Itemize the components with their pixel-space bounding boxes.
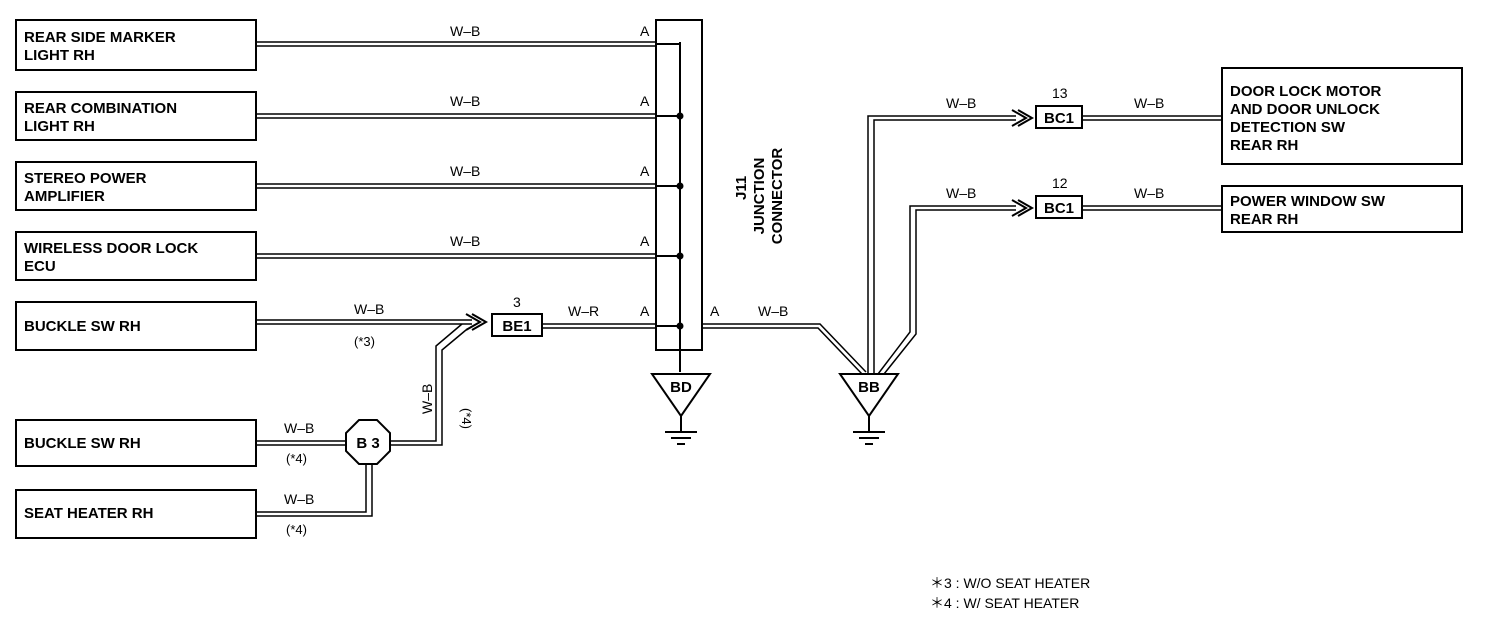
wire-stereo-amp (256, 183, 680, 189)
component-buckle-sw-rh-top: BUCKLE SW RH (15, 301, 257, 351)
wire-label: W–B (284, 491, 314, 507)
note-label: (*4) (286, 451, 307, 466)
component-rear-side-marker-light: REAR SIDE MARKER LIGHT RH (15, 19, 257, 71)
wire-buckle-sw-to-b3 (256, 440, 346, 446)
ground-label: BB (858, 379, 880, 396)
wire-label: W–R (568, 303, 599, 319)
legend-item: ＊4 : W/ SEAT HEATER (930, 595, 1079, 611)
legend-item: ＊3 : W/O SEAT HEATER (930, 575, 1090, 591)
wire-label: W–B (758, 303, 788, 319)
wire-buckle-sw-to-be1 (256, 313, 489, 331)
component-label: LIGHT RH (24, 118, 95, 135)
connector-pin: 13 (1052, 85, 1068, 101)
wire-rear-side-marker (256, 41, 680, 47)
connector-label: B 3 (356, 435, 379, 452)
wire-label: W–B (450, 93, 480, 109)
component-wireless-door-lock-ecu: WIRELESS DOOR LOCK ECU (15, 231, 257, 281)
component-label: DETECTION SW (1230, 119, 1346, 136)
connector-be1: BE1 3 (491, 294, 543, 337)
wire-label: W–B (419, 384, 435, 414)
connector-bc1-12: BC1 12 (1035, 175, 1083, 219)
component-label: AMPLIFIER (24, 188, 105, 205)
junction-connector-j11: J11 JUNCTION JUNCTION CONNECTOR (655, 19, 786, 372)
wire-label: W–B (946, 95, 976, 111)
wire-bc1-to-power-window (1082, 205, 1222, 211)
component-label: DOOR LOCK MOTOR (1230, 83, 1382, 100)
pin-label: A (640, 23, 650, 39)
wire-label: W–B (1134, 185, 1164, 201)
component-power-window-sw: POWER WINDOW SW REAR RH (1221, 185, 1463, 233)
connector-pin: 12 (1052, 175, 1068, 191)
wire-b3-to-be1 (390, 323, 467, 446)
component-seat-heater-rh: SEAT HEATER RH (15, 489, 257, 539)
component-label: LIGHT RH (24, 47, 95, 64)
ground-bd: BD (650, 373, 712, 445)
wire-label: W–B (946, 185, 976, 201)
wire-label: W–B (284, 420, 314, 436)
pin-label: A (640, 163, 650, 179)
junction-id: J11 (733, 176, 750, 200)
component-label: WIRELESS DOOR LOCK (24, 240, 198, 257)
wire-be1-to-j11 (542, 323, 680, 329)
junction-name-1: JUNCTION (751, 158, 768, 235)
connector-pin: 3 (513, 294, 521, 310)
wire-rear-combination (256, 113, 680, 119)
note-label: (*4) (459, 408, 474, 429)
component-label: ECU (24, 258, 56, 275)
legend: ＊3 : W/O SEAT HEATER ＊4 : W/ SEAT HEATER (930, 575, 1090, 611)
wire-label: W–B (450, 163, 480, 179)
note-label: (*4) (286, 522, 307, 537)
component-label: REAR RH (1230, 137, 1298, 154)
connector-bc1-13: BC1 13 (1035, 85, 1083, 129)
component-label: BUCKLE SW RH (24, 318, 141, 335)
component-door-lock-motor: DOOR LOCK MOTOR AND DOOR UNLOCK DETECTIO… (1221, 67, 1463, 165)
connector-label: BC1 (1044, 200, 1074, 217)
component-label: STEREO POWER (24, 170, 147, 187)
pin-label: A (640, 233, 650, 249)
note-label: (*3) (354, 334, 375, 349)
component-label: REAR SIDE MARKER (24, 29, 176, 46)
wire-bb-to-bc1-top (867, 109, 1035, 374)
wire-j11-to-bb (702, 323, 867, 375)
junction-name-2: CONNECTOR (769, 148, 786, 245)
wire-bc1-to-door-lock (1082, 115, 1222, 121)
wire-bb-to-bc1-bottom (877, 199, 1035, 375)
component-label: REAR COMBINATION (24, 100, 177, 117)
wire-seat-heater-to-b3 (256, 464, 373, 517)
component-label: SEAT HEATER RH (24, 505, 153, 522)
pin-label: A (710, 303, 720, 319)
component-rear-combination-light: REAR COMBINATION LIGHT RH (15, 91, 257, 141)
component-label: BUCKLE SW RH (24, 435, 141, 452)
ground-bb: BB (838, 373, 900, 445)
wire-label: W–B (450, 23, 480, 39)
component-stereo-power-amplifier: STEREO POWER AMPLIFIER (15, 161, 257, 211)
pin-label: A (640, 303, 650, 319)
connector-b3: B 3 (345, 419, 391, 465)
connector-label: BE1 (502, 318, 531, 335)
wire-label: W–B (1134, 95, 1164, 111)
component-label: AND DOOR UNLOCK (1230, 101, 1380, 118)
component-buckle-sw-rh-bottom: BUCKLE SW RH (15, 419, 257, 467)
wire-wireless-ecu (256, 253, 680, 259)
component-label: REAR RH (1230, 211, 1298, 228)
ground-label: BD (670, 379, 692, 396)
wire-label: W–B (354, 301, 384, 317)
pin-label: A (640, 93, 650, 109)
wire-label: W–B (450, 233, 480, 249)
connector-label: BC1 (1044, 110, 1074, 127)
component-label: POWER WINDOW SW (1230, 193, 1386, 210)
